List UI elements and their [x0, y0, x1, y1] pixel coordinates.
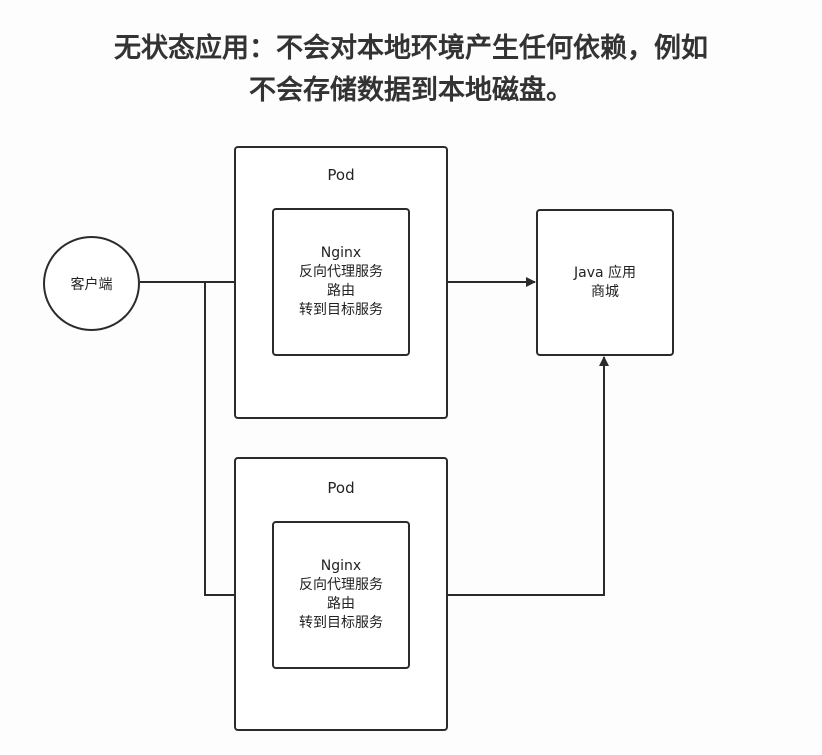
title-line-2: 不会存储数据到本地磁盘。 — [249, 75, 573, 106]
nginx-1-line-2: 反向代理服务 — [299, 264, 383, 280]
client-node: 客户端 — [43, 236, 140, 331]
nginx-2-line-3: 路由 — [327, 596, 355, 612]
title-line-1: 无状态应用：不会对本地环境产生任何依赖，例如 — [114, 33, 708, 64]
nginx-1-line-3: 路由 — [327, 283, 355, 299]
java-app-line-2: 商城 — [591, 283, 619, 300]
java-app: Java 应用 商城 — [536, 209, 674, 356]
nginx-2: Nginx 反向代理服务 路由 转到目标服务 — [272, 521, 410, 669]
nginx-2-line-1: Nginx — [320, 558, 362, 574]
nginx-1-line-4: 转到目标服务 — [299, 302, 383, 318]
client-label: 客户端 — [70, 276, 113, 293]
java-app-line-1: Java 应用 — [573, 264, 637, 281]
nginx-2-line-2: 反向代理服务 — [299, 577, 383, 593]
pod-2-label: Pod — [327, 479, 355, 497]
nginx-1: Nginx 反向代理服务 路由 转到目标服务 — [272, 208, 410, 356]
pod-1-label: Pod — [327, 166, 355, 184]
nginx-1-line-1: Nginx — [320, 245, 362, 261]
nginx-2-line-4: 转到目标服务 — [299, 615, 383, 631]
